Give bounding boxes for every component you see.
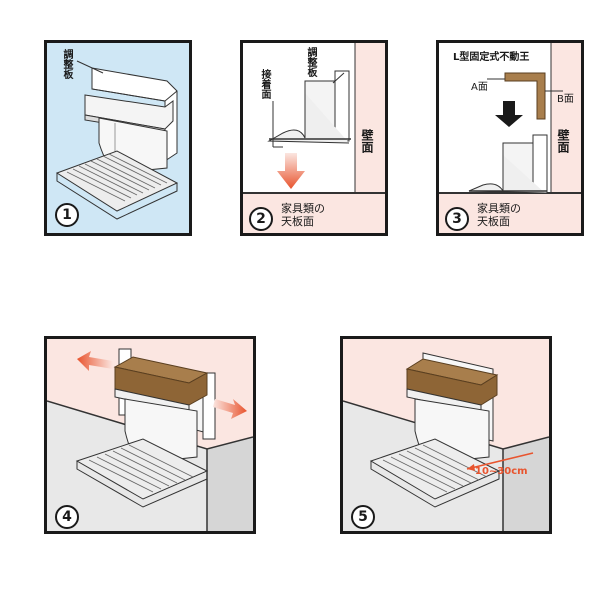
step-3-bracket-label: L型固定式不動王 bbox=[453, 52, 530, 63]
step-1-illustration bbox=[55, 60, 179, 220]
step-2-bond-surface-label: 接着面 bbox=[259, 69, 270, 99]
step-5-gap-label: 10~30cm bbox=[475, 466, 528, 477]
step-5-number: 5 bbox=[351, 505, 375, 529]
step-3-face-b-label: B面 bbox=[557, 94, 574, 105]
step-2-caption-line1: 家具類の bbox=[281, 202, 325, 215]
step-2-number: 2 bbox=[249, 207, 273, 231]
step-3-caption-line1: 家具類の bbox=[477, 202, 521, 215]
step-3-caption-line2: 天板面 bbox=[477, 215, 510, 228]
step-2-wall-label: 壁面 bbox=[360, 129, 374, 153]
step-3-wall-label: 壁面 bbox=[556, 129, 570, 153]
step-1-adjust-plate-label: 調整板 bbox=[61, 49, 72, 79]
step-1-number: 1 bbox=[55, 203, 79, 227]
step-3-face-a-label: A面 bbox=[471, 82, 488, 93]
step-2-panel: 調整板 接着面 壁面 2 家具類の 天板面 bbox=[240, 40, 388, 236]
step-5-illustration bbox=[343, 352, 549, 531]
step-1-panel: 調整板 1 bbox=[44, 40, 192, 236]
step-4-illustration bbox=[47, 348, 253, 531]
step-5-panel: 10~30cm 5 bbox=[340, 336, 552, 534]
step-3-panel: L型固定式不動王 A面 B面 壁面 3 家具類の 天板面 bbox=[436, 40, 584, 236]
step-3-number: 3 bbox=[445, 207, 469, 231]
step-4-panel: 4 bbox=[44, 336, 256, 534]
step-2-caption-line2: 天板面 bbox=[281, 215, 314, 228]
step-4-number: 4 bbox=[55, 505, 79, 529]
step-2-illustration bbox=[243, 43, 385, 233]
step-2-adjust-plate-label: 調整板 bbox=[305, 47, 316, 77]
